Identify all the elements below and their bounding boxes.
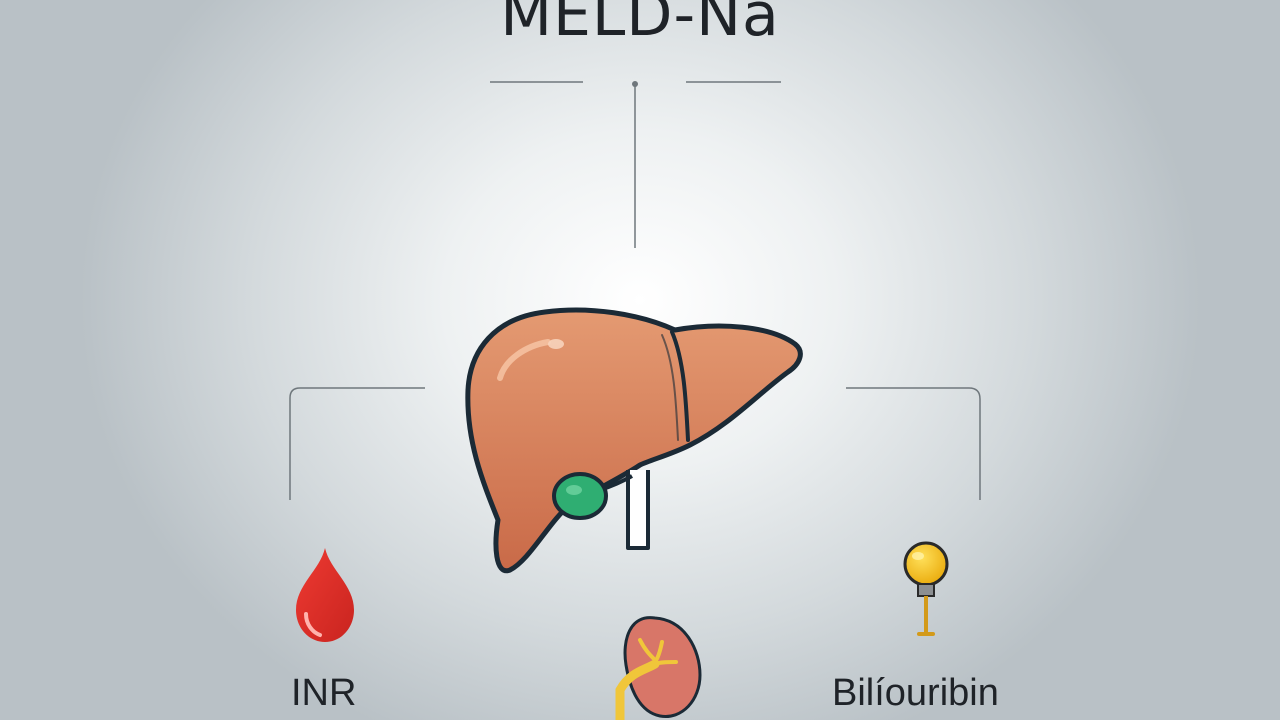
kidney-icon: [615, 616, 702, 720]
inr-label: INR: [291, 672, 357, 714]
page-title: MELD-Na: [500, 0, 780, 50]
blood-drop-icon: [296, 548, 354, 642]
lightbulb-icon: [903, 541, 949, 636]
connector-dot: [632, 81, 638, 87]
right-bracket-line: [846, 387, 981, 500]
gallbladder-icon: [552, 470, 650, 550]
top-connector: [490, 81, 781, 248]
left-bracket-line: [289, 387, 425, 500]
bilirubin-label: Bilíouribin: [832, 672, 999, 714]
